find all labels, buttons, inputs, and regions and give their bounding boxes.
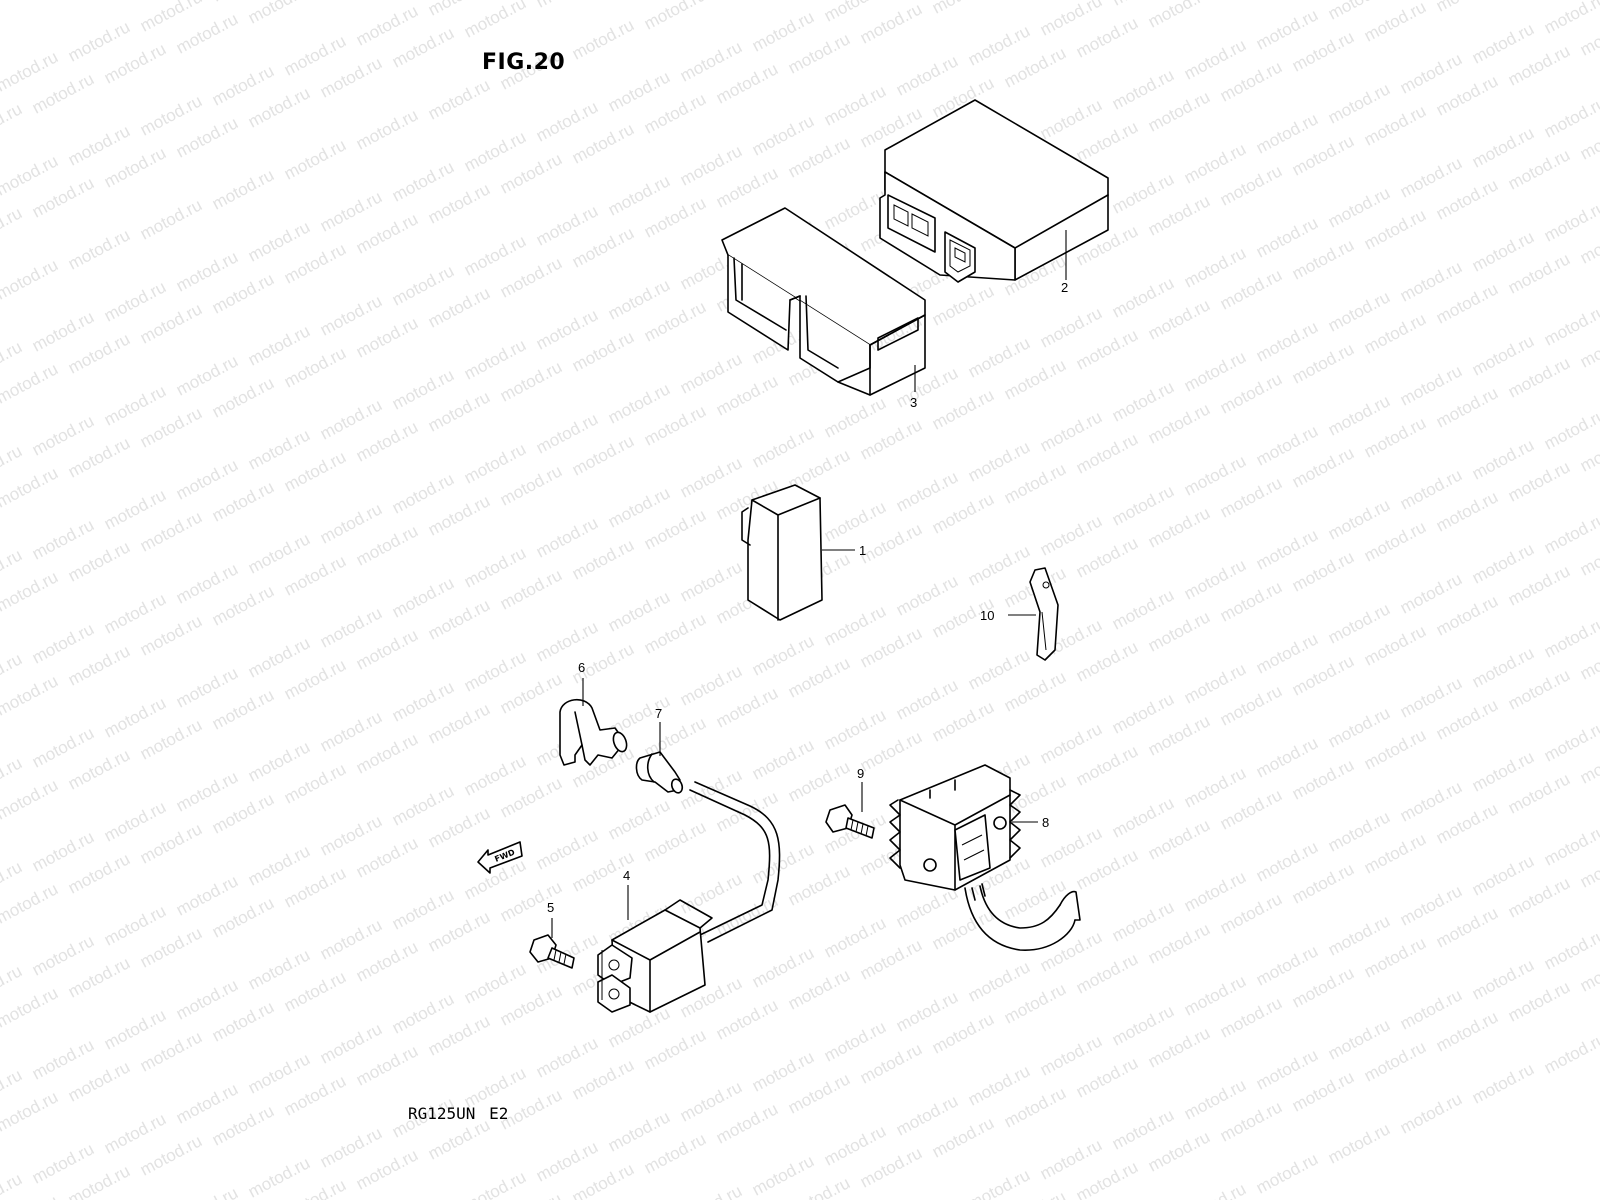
part-1-label: 1 bbox=[859, 543, 866, 558]
part-2-label: 2 bbox=[1061, 280, 1068, 295]
plug-cap-icon[interactable] bbox=[559, 699, 629, 766]
cdi-cover-icon[interactable] bbox=[721, 207, 926, 396]
leader-lines bbox=[551, 230, 1067, 938]
ignition-coil-icon[interactable] bbox=[597, 781, 781, 1013]
igniter-cap-icon[interactable] bbox=[741, 484, 823, 621]
part-8-label: 8 bbox=[1042, 815, 1049, 830]
part-7-label: 7 bbox=[655, 706, 662, 721]
part-5-label: 5 bbox=[547, 900, 554, 915]
part-3-label: 3 bbox=[910, 395, 917, 410]
part-10-label: 10 bbox=[980, 608, 994, 623]
cap-seal-icon[interactable] bbox=[635, 751, 684, 794]
regulator-rectifier-icon[interactable] bbox=[889, 764, 1081, 951]
part-6-label: 6 bbox=[578, 660, 585, 675]
bolt-icon[interactable] bbox=[825, 804, 875, 839]
part-9-label: 9 bbox=[857, 766, 864, 781]
figure-title: FIG.20 bbox=[482, 50, 566, 75]
part-4-label: 4 bbox=[623, 868, 630, 883]
forward-direction-arrow-icon: FWD bbox=[477, 841, 523, 874]
model-code: RG125UN E2 bbox=[408, 1104, 509, 1123]
part-labels: 2 3 1 10 6 7 4 5 9 8 bbox=[547, 280, 1068, 915]
bolt-icon[interactable] bbox=[529, 934, 575, 969]
cdi-unit-icon[interactable] bbox=[879, 99, 1109, 283]
clamp-icon[interactable] bbox=[1029, 567, 1059, 661]
